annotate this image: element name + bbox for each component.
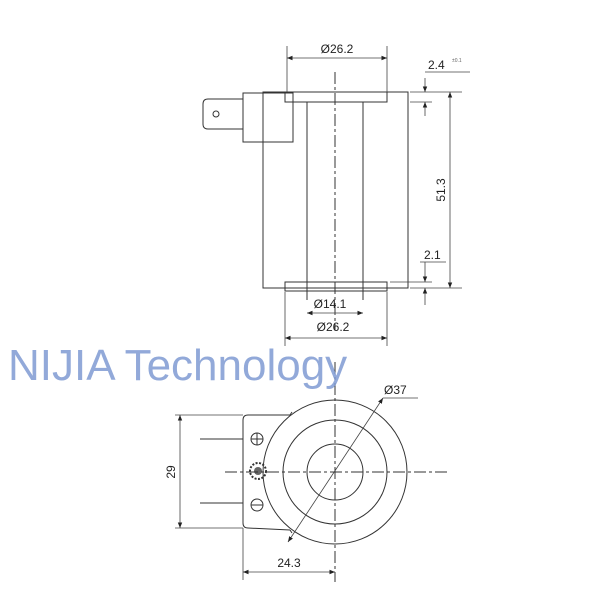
screw-top (250, 432, 264, 446)
bottom-flange (284, 281, 388, 292)
dim-top-flange-tolerance: ±0.1 (452, 58, 462, 64)
terminal-hole (212, 110, 220, 118)
dim-bottom-flange: 2.1 (424, 248, 441, 262)
dim-inner-diameter: Ø14.1 (314, 297, 347, 311)
dim-bottom-diameter: Ø26.2 (317, 320, 350, 334)
dim-top-flange: 2.4 (428, 58, 445, 72)
screw-bottom (250, 498, 264, 512)
dim-height: 51.3 (434, 178, 448, 202)
dim-offset: 24.3 (277, 556, 301, 570)
dim-top-diameter: Ø26.2 (321, 42, 354, 56)
ground-screw (249, 462, 267, 480)
terminal-tab (202, 98, 243, 130)
side-view: Ø26.2 2.4 ±0.1 51.3 2.1 Ø14.1 Ø26.2 (202, 42, 470, 346)
dim-line-outer-diameter (287, 397, 384, 543)
dim-connector-height: 29 (164, 465, 178, 479)
watermark: NIJIA Technology (8, 341, 347, 390)
end-view: Ø37 29 24.3 (164, 362, 447, 582)
connector-housing (242, 92, 294, 143)
dim-outer-diameter: Ø37 (384, 383, 407, 397)
top-flange (284, 91, 388, 103)
